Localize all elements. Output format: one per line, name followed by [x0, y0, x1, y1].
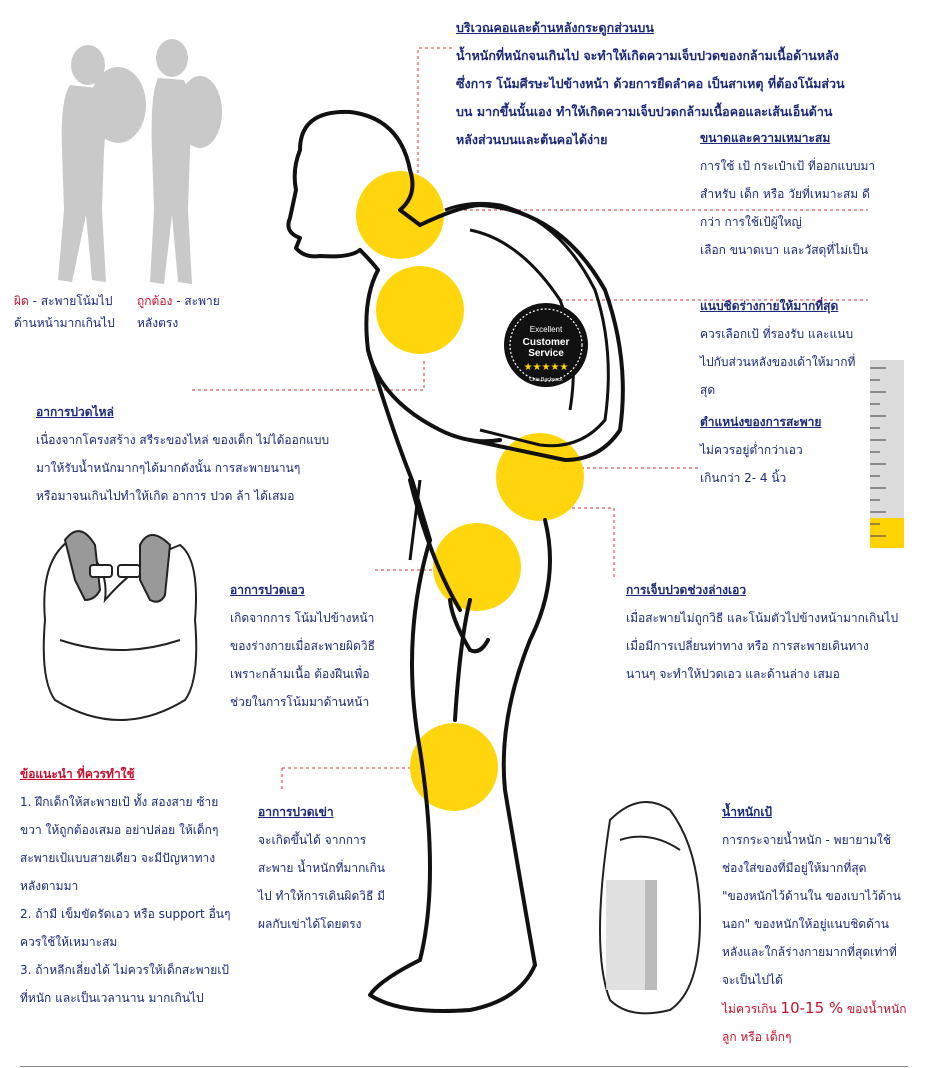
neck-line: บน มากขึ้นนั้นเอง ทำให้เกิดความเจ็บปวดกล…: [456, 104, 833, 119]
wrong-text2: ด้านหน้ามากเกินไป: [14, 316, 115, 330]
backpack-straps-illustration: [42, 530, 198, 721]
weight-block: น้ำหนักเป้ การกระจายน้ำหนัก - พยายามใช้ …: [722, 798, 922, 1051]
customer-service-badge: Excellent Customer Service ★★★★★ Chia Ba…: [504, 303, 588, 387]
right-text2: หลังตรง: [137, 316, 179, 330]
shoulder-line: เนื่องจากโครงสร้าง สรีระของไหล่ ของเด็ก …: [36, 433, 330, 447]
weight-limit-pre: ไม่ควรเกิน: [722, 1002, 781, 1016]
waist-line: ช่วยในการโน้มมาด้านหน้า: [230, 695, 370, 709]
knee-line: จะเกิดขึ้นได้ จากการ: [258, 833, 367, 847]
waist-line: ของร่างกายเมื่อสะพายผิดวิธี: [230, 639, 375, 653]
wrong-posture-caption: ผิด - สะพายโน้มไป ด้านหน้ามากเกินไป: [14, 290, 115, 334]
size-line: กว่า การใช้เป้ผู้ใหญ่: [700, 215, 802, 229]
weight-line: หลังและใกล้ร่างกายมากที่สุดเท่าที่: [722, 945, 897, 959]
lowerback-line: นานๆ จะทำให้ปวดเอว และด้านล่าง เสมอ: [626, 667, 840, 681]
fit-line: สุด: [700, 383, 716, 397]
knee-line: ไป ทำให้การเดินผิดวิธี มี: [258, 889, 386, 903]
position-line: ไม่ควรอยู่ต่ำกว่าเอว: [700, 443, 803, 457]
neck-title: บริเวณคอและด้านหลังกระดูกส่วนบน: [456, 20, 654, 35]
weight-line: นอก" ของหนักให้อยู่แนบชิดด้าน: [722, 917, 889, 931]
wrong-posture-silhouette: [58, 45, 146, 282]
neck-line: น้ำหนักที่หนักจนเกินไป จะทำให้เกิดความเจ…: [456, 48, 839, 63]
fit-block: แนบชิดร่างกายให้มากที่สุด ควรเลือกเป้ ที…: [700, 292, 870, 404]
shoulder-line: หรือมาจนเกินไปทำให้เกิด อาการ ปวด ล้า ได…: [36, 489, 295, 503]
neck-block: บริเวณคอและด้านหลังกระดูกส่วนบน น้ำหนักท…: [456, 14, 906, 154]
right-posture-caption: ถูกต้อง - สะพาย หลังตรง: [137, 290, 220, 334]
size-line: สำหรับ เด็ก หรือ วัยที่เหมาะสม ดี: [700, 187, 870, 201]
waist-line: เกิดจากการ โน้มไปข้างหน้า: [230, 611, 375, 625]
lowerback-line: เมื่อสะพายไม่ถูกวิธี และโน้มตัวไปข้างหน้…: [626, 611, 899, 625]
position-title: ตำแหน่งของการสะพาย: [700, 415, 822, 429]
footer-divider: [20, 1066, 908, 1067]
knee-block: อาการปวดเข่า จะเกิดขึ้นได้ จากการ สะพาย …: [258, 798, 408, 938]
fit-line: ไปกับส่วนหลังของเด้าให้มากที่: [700, 355, 856, 369]
knee-title: อาการปวดเข่า: [258, 805, 334, 819]
advice-line: สะพายเป้แบบสายเดียว จะมีปัญหาทาง: [20, 851, 216, 865]
advice-line: ขวา ให้ถูกต้องเสมอ อย่าปล่อย ให้เด็กๆ: [20, 823, 219, 837]
badge-line3: Service: [528, 348, 564, 359]
lowerback-title: การเจ็บปวดช่วงล่างเอว: [626, 583, 747, 597]
size-title: ขนาดและความเหมาะสม: [700, 131, 831, 145]
weight-limit-line2: ลูก หรือ เด็กๆ: [722, 1030, 792, 1044]
knee-line: ผลกับเข่าได้โดยตรง: [258, 917, 362, 931]
shoulder-line: มาให้รับน้ำหนักมากๆได้มากดังนั้น การสะพา…: [36, 461, 301, 475]
right-text1: - สะพาย: [172, 294, 220, 308]
waist-title: อาการปวดเอว: [230, 583, 305, 597]
weight-limit-post: ของน้ำหนัก: [843, 1002, 907, 1016]
weight-line: ช่องใส่ของที่มีอยู่ให้มากที่สุด: [722, 861, 867, 875]
badge-line1: Excellent: [530, 325, 563, 334]
right-posture-silhouette: [150, 39, 222, 284]
advice-title: ข้อแนะนำ ที่ควรทำใช้: [20, 767, 135, 781]
advice-line: หลังตามมา: [20, 879, 79, 893]
badge-line2: Customer: [523, 337, 570, 348]
weight-title: น้ำหนักเป้: [722, 805, 773, 819]
shoulder-title: อาการปวดไหล่: [36, 405, 114, 419]
advice-line: ที่หนัก และเป็นเวลานาน มากเกินไป: [20, 991, 204, 1005]
badge-stars: ★★★★★: [524, 362, 569, 373]
waist-block: อาการปวดเอว เกิดจากการ โน้มไปข้างหน้า ขอ…: [230, 576, 430, 716]
neck-line: หลังส่วนบนและต้นคอได้ง่าย: [456, 132, 608, 147]
right-label: ถูกต้อง: [137, 294, 173, 308]
weight-line: จะเป็นไปได้: [722, 973, 783, 987]
advice-block: ข้อแนะนำ ที่ควรทำใช้ 1. ฝึกเด็กให้สะพายเ…: [20, 760, 255, 1012]
lowerback-line: เมื่อมีการเปลี่ยนท่าทาง หรือ การสะพายเดิ…: [626, 639, 869, 653]
weight-limit: ไม่ควรเกิน 10-15 % ของน้ำหนัก: [722, 994, 922, 1023]
wrong-text1: - สะพายโน้มไป: [28, 294, 113, 308]
shoulder-block: อาการปวดไหล่ เนื่องจากโครงสร้าง สรีระของ…: [36, 398, 376, 510]
fit-title: แนบชิดร่างกายให้มากที่สุด: [700, 299, 839, 313]
lowerback-block: การเจ็บปวดช่วงล่างเอว เมื่อสะพายไม่ถูกวิ…: [626, 576, 922, 688]
position-line: เกินกว่า 2- 4 นิ้ว: [700, 471, 787, 485]
boy-figure: [286, 109, 625, 1013]
size-line: เลือก ขนาดเบา และวัสดุที่ไม่เป็น: [700, 243, 869, 257]
advice-line: 3. ถ้าหลีกเลี่ยงได้ ไม่ควรให้เด็กสะพายเป…: [20, 963, 230, 977]
advice-line: 2. ถ้ามี เข็มขัดรัดเอว หรือ support อื่น…: [20, 907, 231, 921]
waist-line: เพราะกล้ามเนื้อ ต้องฝืนเพื่อ: [230, 667, 370, 681]
weight-limit-value: 10-15 %: [780, 999, 844, 1017]
knee-line: สะพาย น้ำหนักที่มากเกิน: [258, 861, 385, 875]
size-block: ขนาดและความเหมาะสม การใช้ เป้ กระเป๋าเป้…: [700, 124, 920, 264]
neck-line: ซึ่งการ โน้มศีรษะไปข้างหน้า ด้วยการยืดลำ…: [456, 76, 845, 91]
advice-line: ควรใช้ให้เหมาะสม: [20, 935, 118, 949]
strap-position-ruler: [870, 360, 904, 548]
wrong-label: ผิด: [14, 294, 29, 308]
fit-line: ควรเลือกเป้ ที่รองรับ และแนบ: [700, 327, 854, 341]
pain-highlights: [356, 171, 584, 811]
size-line: การใช้ เป้ กระเป๋าเป้ ที่ออกแบบมา: [700, 159, 876, 173]
advice-line: 1. ฝึกเด็กให้สะพายเป้ ทั้ง สองสาย ซ้าย: [20, 795, 219, 809]
badge-brand: Chia Backpack: [529, 377, 563, 383]
position-block: ตำแหน่งของการสะพาย ไม่ควรอยู่ต่ำกว่าเอว …: [700, 408, 870, 492]
weight-line: "ของหนักไว้ด้านใน ของเบาไว้ด้าน: [722, 889, 901, 903]
backpack-side-illustration: [599, 801, 702, 1015]
weight-line: การกระจายน้ำหนัก - พยายามใช้: [722, 833, 892, 847]
